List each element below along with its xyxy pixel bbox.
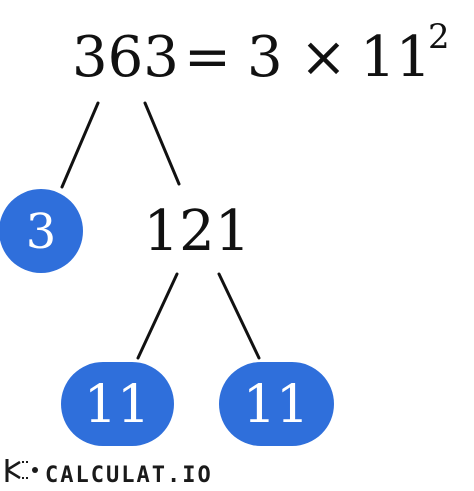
prime-node-3-label: 3 (26, 204, 57, 260)
equation-exponent: 2 (428, 17, 450, 57)
equation-factor: 3 (247, 25, 283, 90)
prime-node-11-right (219, 362, 334, 446)
prime-node-3 (0, 189, 83, 273)
prime-node-11-left-label: 11 (84, 375, 150, 435)
edge-363-to-3 (60, 101, 100, 189)
edge-121-to-11-right (217, 272, 261, 360)
edge-363-to-121 (143, 101, 181, 186)
prime-node-11-left (61, 362, 174, 446)
calculatio-logo-icon (5, 459, 38, 482)
equation-number: 363 (72, 25, 179, 90)
equation-equals: = (184, 25, 231, 90)
equation-times: × (300, 25, 347, 90)
edge-121-to-11-left (136, 272, 179, 360)
equation-base: 11 (360, 25, 431, 90)
brand-name: CALCULAT.IO (45, 463, 213, 488)
composite-node-121: 121 (144, 199, 251, 264)
prime-node-11-right-label: 11 (243, 375, 309, 435)
